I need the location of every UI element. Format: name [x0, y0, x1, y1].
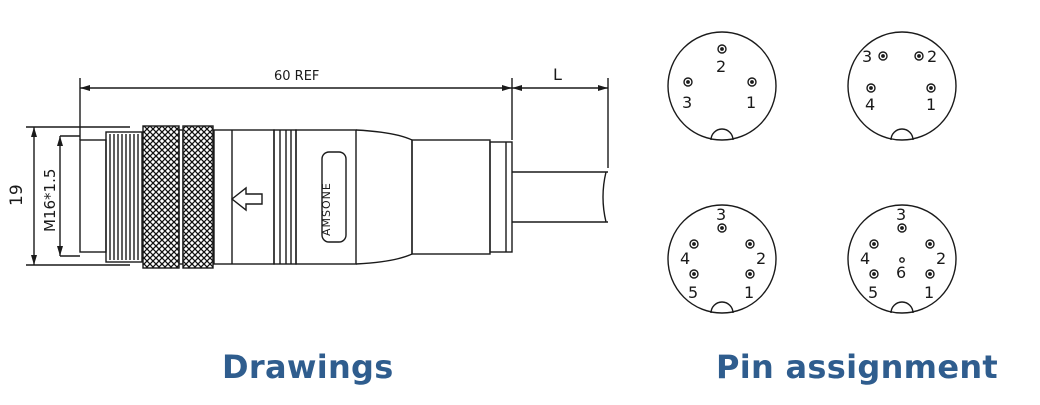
pin-assignment-caption: Pin assignment: [716, 348, 999, 386]
thread-label: M16*1.5: [41, 169, 59, 232]
height-label: 19: [7, 184, 27, 206]
height-dimension: [26, 126, 130, 266]
pin-face-5: [667, 204, 777, 314]
brand-label: AMSONE: [320, 182, 333, 236]
pin-face-4: [847, 31, 957, 141]
pin6-label-b: 4: [860, 249, 870, 268]
knurl-ring-right: [182, 125, 214, 269]
pin4-label-a: 3: [862, 47, 872, 66]
rear-section: [411, 139, 491, 255]
pin3-label-b: 3: [682, 93, 692, 112]
connector-side-view: 60 REF L 19 M16*1.5: [7, 65, 609, 269]
front-face: [79, 139, 107, 253]
pin6-label-f: 1: [924, 283, 934, 302]
pin5-label-a: 3: [716, 205, 726, 224]
pin5-label-e: 1: [744, 283, 754, 302]
pin5-label-b: 4: [680, 249, 690, 268]
pin3-label-a: 2: [716, 57, 726, 76]
cable-dimension: [512, 78, 609, 168]
pin4-label-c: 4: [865, 95, 875, 114]
pin6-label-a: 3: [896, 205, 906, 224]
pin-face-6: [847, 204, 957, 314]
arrow-left-icon: [230, 186, 263, 212]
pin4-label-b: 2: [927, 47, 937, 66]
pin-assignment-panel: [667, 31, 957, 314]
thread-dimension: [57, 135, 80, 257]
brand-badge: [321, 151, 347, 243]
pin5-label-c: 2: [756, 249, 766, 268]
pin5-label-d: 5: [688, 283, 698, 302]
pin-face-3: [667, 31, 777, 141]
cable-collar: [489, 141, 513, 253]
knurl-ring-left: [142, 125, 180, 269]
pin4-label-d: 1: [926, 95, 936, 114]
pin6-label-d: 6: [896, 263, 906, 282]
drawings-caption: Drawings: [222, 348, 394, 386]
cable-length-label: L: [553, 65, 562, 84]
connector-body: [213, 129, 275, 265]
thread-section: [105, 131, 143, 263]
pin6-label-e: 5: [868, 283, 878, 302]
length-label: 60 REF: [274, 69, 319, 84]
pin3-label-c: 1: [746, 93, 756, 112]
cable: [512, 171, 608, 223]
pin6-label-c: 2: [936, 249, 946, 268]
